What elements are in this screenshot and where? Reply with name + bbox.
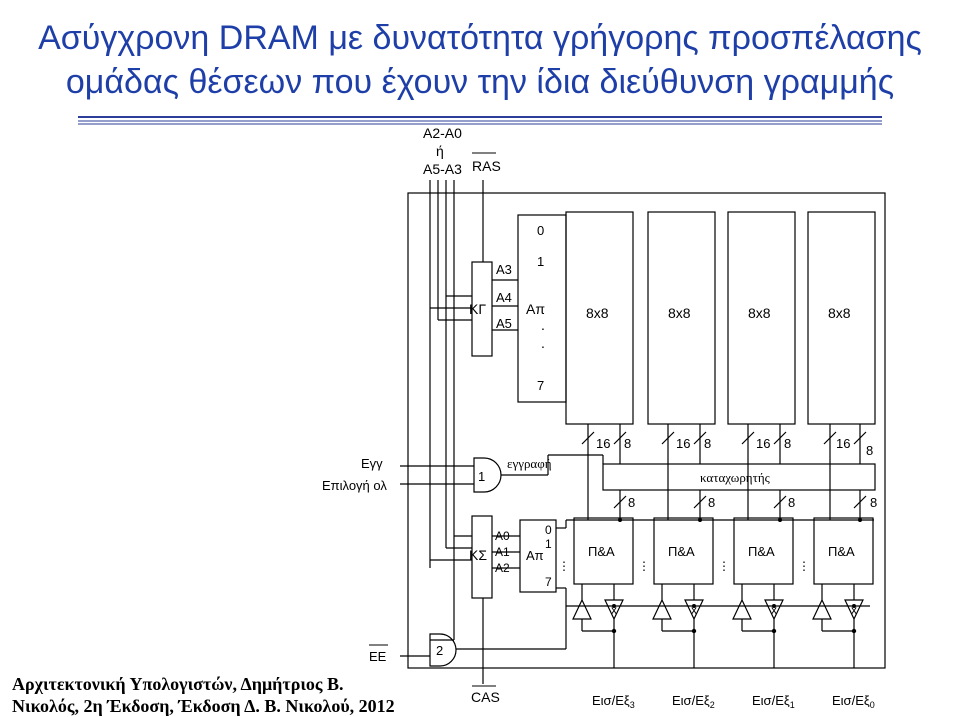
row-latch	[471, 261, 493, 357]
addr-label-top: A2-A0	[423, 125, 462, 141]
pa-dots-2: ⋮	[638, 559, 650, 573]
title-rule	[78, 116, 882, 125]
bus-16-c: 16	[756, 436, 770, 451]
gate-2	[429, 633, 457, 667]
chip-outline	[407, 192, 886, 669]
memory-array-0	[807, 211, 876, 425]
array-label-3: 8x8	[586, 305, 609, 321]
col-in-0: A0	[495, 529, 510, 543]
bus-16-d: 16	[836, 436, 850, 451]
gate-2-label: 2	[436, 643, 443, 658]
title-line-1: Ασύγχρονη DRAM με δυνατότητα γρήγορης πρ…	[38, 19, 922, 57]
pa-label-3: Π&Α	[588, 544, 615, 559]
row-dot-2: .	[541, 335, 545, 351]
register-box	[602, 463, 876, 491]
buf-x-3: x	[611, 603, 617, 617]
register-label: καταχωρητής	[700, 470, 771, 485]
row-out-1: 1	[537, 254, 544, 269]
column-latch	[471, 515, 493, 599]
memory-array-1	[727, 211, 796, 425]
addr-label-bottom: A5-A3	[423, 161, 462, 177]
memory-array-2	[647, 211, 716, 425]
column-decoder	[519, 519, 557, 593]
ks-label: ΚΣ	[469, 547, 487, 563]
io-label-2: Εισ/Εξ2	[672, 693, 715, 710]
array-label-2: 8x8	[668, 305, 691, 321]
col-out-7: 7	[545, 575, 552, 589]
col-out-0: 0	[545, 523, 552, 537]
pa-dots-1: ⋮	[718, 559, 730, 573]
buf-x-1: x	[771, 603, 777, 617]
gate-1-label: 1	[478, 469, 485, 484]
io-label-0: Εισ/Εξ0	[832, 693, 875, 710]
buf-x-0: x	[851, 603, 857, 617]
bus-16-a: 16	[596, 436, 610, 451]
gate-1	[473, 457, 502, 493]
row-out-0: 0	[537, 223, 544, 238]
bus-16-b: 16	[676, 436, 690, 451]
reg-out-8-c: 8	[788, 495, 795, 510]
pa-dots-0: ⋮	[798, 559, 810, 573]
footer-line-2: Νικολός, 2η Έκδοση, Έκδοση Δ. Β. Νικολού…	[12, 696, 395, 716]
addr-label-or: ή	[436, 143, 444, 159]
row-out-7: 7	[537, 378, 544, 393]
pa-box-2	[653, 517, 714, 585]
reg-out-8-a: 8	[628, 495, 635, 510]
pa-label-2: Π&Α	[668, 544, 695, 559]
pa-label-1: Π&Α	[748, 544, 775, 559]
row-dot-1: .	[541, 317, 545, 333]
io-label-1: Εισ/Εξ1	[752, 693, 795, 710]
bus-8-c: 8	[784, 436, 791, 451]
row-in-2: A5	[496, 316, 512, 331]
pa-box-3	[573, 517, 634, 585]
buf-x-2: x	[691, 603, 697, 617]
io-label-3: Εισ/Εξ3	[592, 693, 635, 710]
pa-label-0: Π&Α	[828, 544, 855, 559]
bus-8-a: 8	[624, 436, 631, 451]
select-label: Επιλογή ολ	[322, 478, 387, 493]
bus-8-d: 8	[866, 443, 873, 458]
write-label: εγγραφή	[507, 456, 552, 471]
title-line-2: ομάδας θέσεων που έχουν την ίδια διεύθυν…	[65, 63, 895, 101]
kg-label: ΚΓ	[469, 301, 486, 317]
pa-dots-3: ⋮	[558, 559, 570, 573]
col-in-1: A1	[495, 545, 510, 559]
ras-label: RAS	[472, 158, 501, 174]
array-label-0: 8x8	[828, 305, 851, 321]
cas-label: CAS	[471, 689, 500, 705]
footer-line-1: Αρχιτεκτονική Υπολογιστών, Δημήτριος Β.	[12, 674, 344, 694]
pa-box-1	[733, 517, 794, 585]
row-in-1: A4	[496, 290, 512, 305]
col-in-2: A2	[495, 561, 510, 575]
col-out-1: 1	[545, 537, 552, 551]
ee-label: ΕΕ	[369, 649, 387, 664]
bus-8-b: 8	[704, 436, 711, 451]
row-decoder-label: Απ	[526, 301, 545, 317]
row-in-0: A3	[496, 262, 512, 277]
col-decoder-label: Απ	[526, 548, 544, 563]
memory-array-3	[565, 211, 634, 425]
reg-out-8-d: 8	[870, 495, 877, 510]
pa-box-0	[813, 517, 874, 585]
egg-label: Εγγ	[361, 456, 383, 471]
array-label-1: 8x8	[748, 305, 771, 321]
reg-out-8-b: 8	[708, 495, 715, 510]
